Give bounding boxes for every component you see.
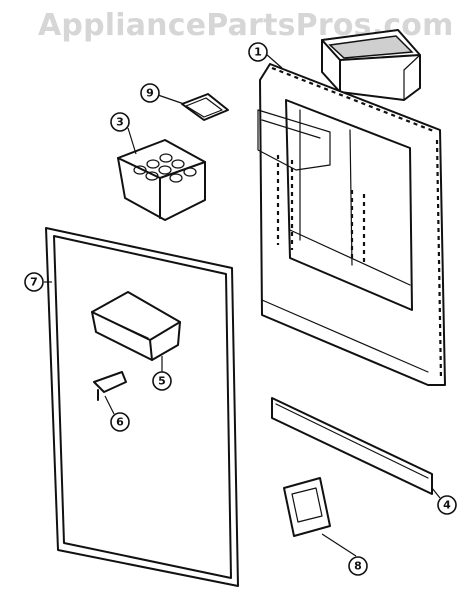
shelf-rail-right <box>350 190 366 264</box>
callout-9-label: 9 <box>146 87 154 100</box>
callout-1-label: 1 <box>254 46 262 59</box>
door-gasket <box>45 227 239 587</box>
callout-4: 4 <box>437 495 457 515</box>
callout-9: 9 <box>140 83 160 103</box>
callout-5-label: 5 <box>158 375 166 388</box>
leader-lines <box>44 53 441 557</box>
callout-6-label: 6 <box>116 416 124 429</box>
egg-bin <box>117 139 206 221</box>
egg-cups <box>133 153 197 183</box>
callout-3-label: 3 <box>116 116 124 129</box>
shelf-clip <box>93 371 127 401</box>
callout-3: 3 <box>110 112 130 132</box>
callout-1: 1 <box>248 42 268 62</box>
small-tray <box>181 93 229 121</box>
door-shelf-bin <box>91 291 181 361</box>
callout-7: 7 <box>24 272 44 292</box>
shelf-rail-left <box>276 155 294 250</box>
dairy-bin-top <box>321 29 421 101</box>
dispenser-cover <box>283 477 331 537</box>
callout-8: 8 <box>348 556 368 576</box>
callout-7-label: 7 <box>30 276 38 289</box>
callout-8-label: 8 <box>354 560 362 573</box>
callout-6: 6 <box>110 412 130 432</box>
shelf-bar <box>271 397 433 495</box>
callout-5: 5 <box>152 371 172 391</box>
door-liner <box>257 63 446 386</box>
callout-4-label: 4 <box>443 499 451 512</box>
